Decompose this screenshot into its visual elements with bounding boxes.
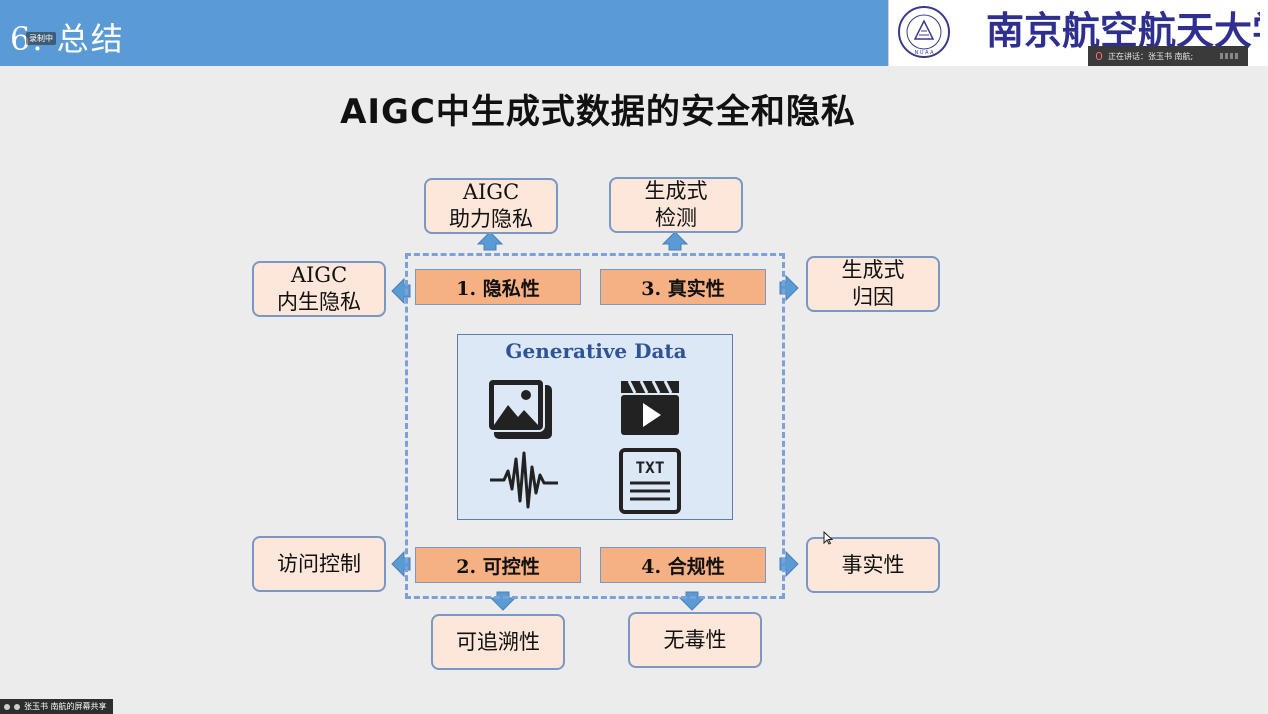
university-seal-icon: N U A A [898, 6, 950, 58]
box-line: 生成式 [841, 258, 905, 282]
share-status-text: 张玉书 南航的屏幕共享 [24, 702, 107, 711]
label-privacy: 1. 隐私性 [415, 269, 581, 305]
video-icon [621, 380, 679, 435]
box-line: 内生隐私 [277, 290, 361, 314]
txt-document-icon: TXT [619, 448, 681, 514]
box-line: 访问控制 [277, 551, 361, 576]
box-line: 事实性 [841, 552, 905, 577]
university-name-logo: 南京航空航天大学 [984, 6, 1268, 53]
screen-share-status: 张玉书 南航的屏幕共享 [0, 699, 113, 714]
arrow-up-authenticity [661, 231, 689, 251]
box-factuality: 事实性 [806, 537, 940, 593]
box-aigc-inherent-privacy: AIGC 内生隐私 [252, 261, 386, 317]
box-traceability: 可追溯性 [431, 614, 565, 670]
box-access-control: 访问控制 [252, 536, 386, 592]
university-name: 南京航空航天大学 [986, 8, 1260, 52]
speaker-status-text: 正在讲话：张玉书 南航; [1108, 51, 1194, 61]
box-line: 助力隐私 [449, 207, 533, 231]
mic-status-icon [4, 703, 10, 710]
audio-wave-icon [490, 451, 558, 509]
svg-text:N U A A: N U A A [914, 50, 934, 56]
label-controllability: 2. 可控性 [415, 547, 581, 583]
box-aigc-assist-privacy: AIGC 助力隐私 [424, 178, 558, 234]
box-line: 检测 [655, 206, 697, 230]
box-generative-attribution: 生成式 归因 [806, 256, 940, 312]
label-compliance: 4. 合规性 [600, 547, 766, 583]
generative-data-panel: Generative Data TXT [457, 334, 733, 520]
dashed-frame [405, 253, 785, 599]
image-icon [487, 378, 552, 439]
microphone-icon [1096, 52, 1102, 60]
box-line: 无毒性 [663, 627, 727, 652]
recording-badge: 录制中 [26, 32, 56, 45]
arrow-up-privacy [476, 231, 504, 251]
box-line: 归因 [852, 285, 894, 309]
svg-text:TXT: TXT [636, 458, 665, 477]
box-non-toxicity: 无毒性 [628, 612, 762, 668]
screen-share-icon [14, 703, 20, 710]
box-line: AIGC [462, 180, 520, 204]
box-line: 生成式 [644, 179, 708, 203]
slide-title: AIGC中生成式数据的安全和隐私 [340, 92, 856, 132]
audio-level-icon [1220, 53, 1240, 59]
mouse-cursor-icon [823, 531, 833, 545]
header-band: 6. 总结 录制中 [0, 0, 888, 66]
panel-title: Generative Data [505, 339, 687, 363]
box-line: 可追溯性 [456, 629, 540, 654]
box-line: AIGC [290, 263, 348, 287]
box-generative-detection: 生成式 检测 [609, 177, 743, 233]
speaker-status-bar: 正在讲话：张玉书 南航; [1088, 46, 1248, 66]
label-authenticity: 3. 真实性 [600, 269, 766, 305]
